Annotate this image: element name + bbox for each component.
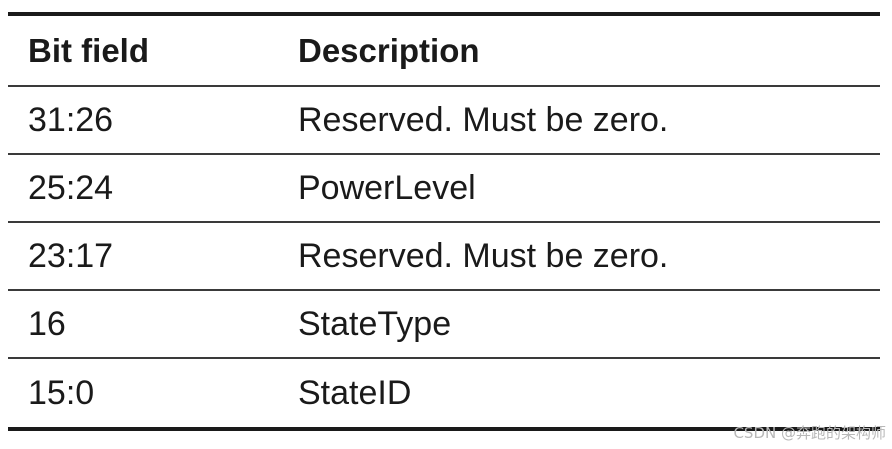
- header-bit-field: Bit field: [28, 31, 149, 69]
- table-row: 31:26 Reserved. Must be zero.: [8, 87, 880, 155]
- header-description: Description: [298, 31, 480, 69]
- bit-field-cell: 23:17: [28, 236, 114, 275]
- bit-field-cell: 16: [28, 304, 66, 343]
- bit-field-cell: 15:0: [28, 373, 95, 412]
- table-row: 25:24 PowerLevel: [8, 155, 880, 223]
- table-row: 15:0 StateID: [8, 359, 880, 427]
- description-cell: Reserved. Must be zero.: [298, 236, 669, 275]
- table-row: 23:17 Reserved. Must be zero.: [8, 223, 880, 291]
- bit-field-cell: 31:26: [28, 100, 114, 139]
- bit-field-cell: 25:24: [28, 168, 114, 207]
- bit-field-table: Bit field Description 31:26 Reserved. Mu…: [8, 12, 880, 431]
- description-cell: PowerLevel: [298, 168, 476, 207]
- table-row: 16 StateType: [8, 291, 880, 359]
- table-header-row: Bit field Description: [8, 16, 880, 87]
- description-cell: Reserved. Must be zero.: [298, 100, 669, 139]
- description-cell: StateID: [298, 373, 412, 412]
- watermark: CSDN @奔跑的架构师: [733, 424, 886, 442]
- description-cell: StateType: [298, 304, 452, 343]
